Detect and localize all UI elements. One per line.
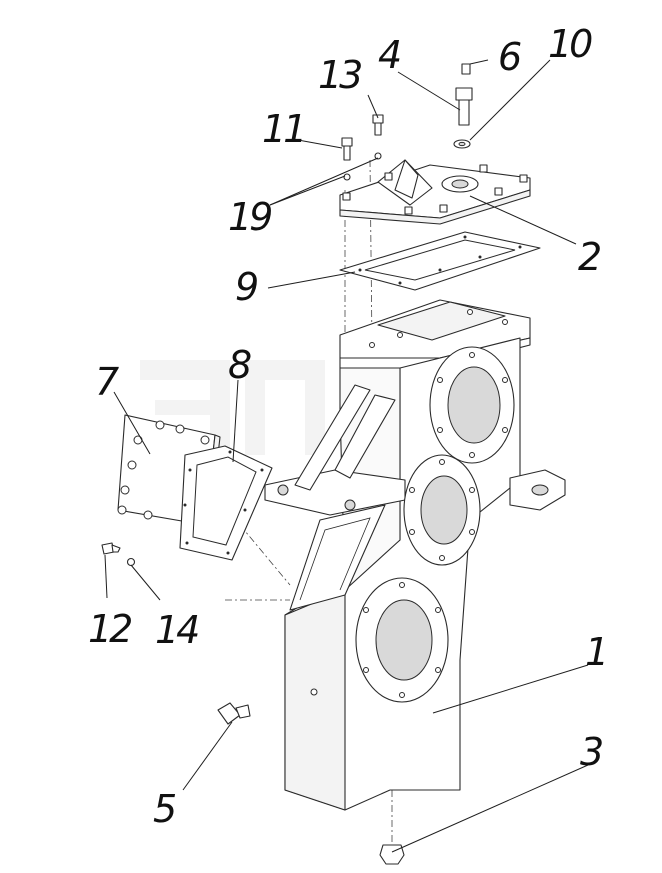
callout-8: 8 xyxy=(228,343,251,387)
callout-1: 1 xyxy=(585,630,606,674)
callout-6: 6 xyxy=(498,35,521,79)
top-fasteners xyxy=(341,114,384,181)
callout-4: 4 xyxy=(378,33,400,77)
breather-assembly xyxy=(453,63,473,149)
cover-fasteners xyxy=(101,542,136,567)
top-gasket xyxy=(339,231,541,291)
callout-14: 14 xyxy=(155,608,198,652)
main-housing xyxy=(264,299,566,811)
cover-gasket xyxy=(179,445,273,561)
side-plug xyxy=(217,702,251,725)
callout-12: 12 xyxy=(88,607,131,651)
callout-11: 11 xyxy=(262,107,304,151)
callout-7: 7 xyxy=(95,360,119,404)
callout-3: 3 xyxy=(580,730,602,774)
leader-lines xyxy=(104,59,589,853)
top-cover xyxy=(339,159,531,225)
callout-10: 10 xyxy=(548,22,592,66)
callout-2: 2 xyxy=(578,235,600,279)
callout-13: 13 xyxy=(318,53,361,97)
callout-19: 19 xyxy=(228,195,271,239)
callout-labels: 1 2 3 4 5 6 7 8 9 10 11 12 13 14 19 xyxy=(88,22,609,831)
callout-5: 5 xyxy=(153,787,176,831)
cover-bolts xyxy=(342,164,528,215)
callout-9: 9 xyxy=(235,265,257,309)
